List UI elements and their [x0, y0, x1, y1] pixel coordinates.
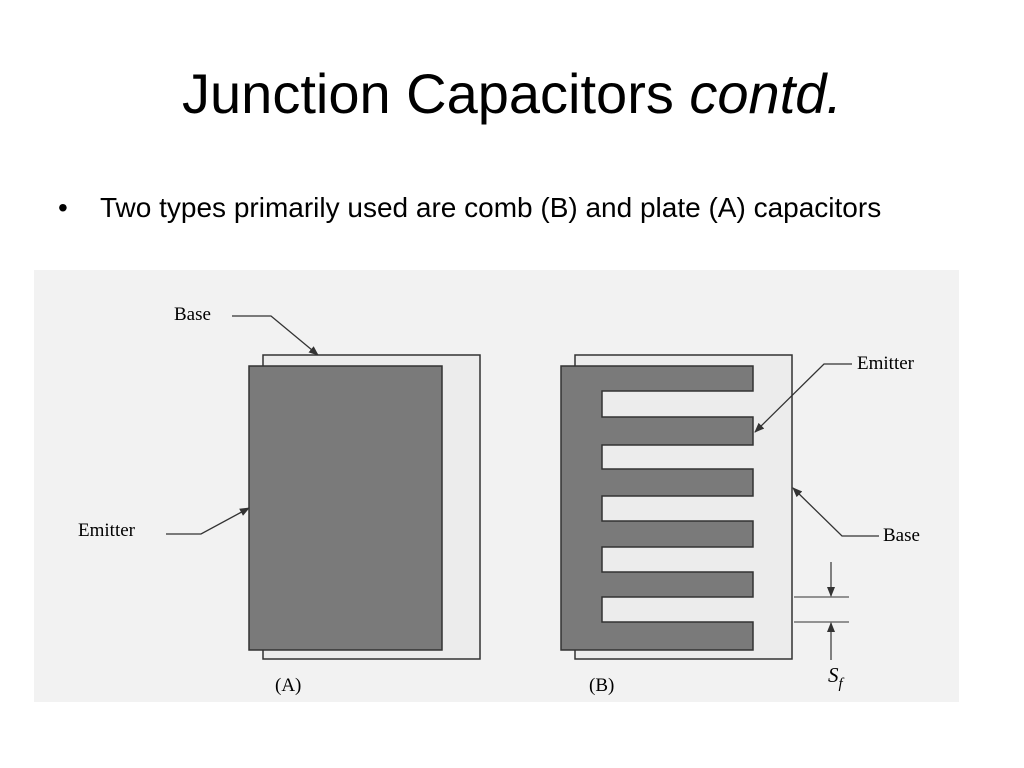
bullet-marker: • [58, 192, 68, 223]
slide-title: Junction Capacitors contd. [0, 58, 1024, 130]
spacing-symbol: S [828, 663, 839, 687]
caption-a: (A) [275, 675, 301, 696]
label-base-a: Base [174, 304, 211, 325]
title-emphasis-text: contd. [689, 62, 842, 125]
capacitor-diagram: Base Emitter (A) Emitter Base Sf (B) [34, 270, 959, 702]
spacing-subscript: f [839, 676, 845, 692]
scan-background [34, 270, 959, 702]
label-emitter-b: Emitter [857, 353, 915, 374]
bullet-item: • Two types primarily used are comb (B) … [58, 190, 958, 226]
bullet-text: Two types primarily used are comb (B) an… [100, 192, 882, 223]
caption-b: (B) [589, 675, 614, 696]
label-spacing: Sf [828, 663, 845, 692]
arrow-emitter-b [754, 363, 852, 433]
title-main-text: Junction Capacitors [182, 62, 690, 125]
label-emitter-a: Emitter [78, 520, 136, 541]
capacitor-figure: Base Emitter (A) Emitter Base Sf (B) [34, 270, 959, 702]
arrow-emitter-a [166, 507, 250, 535]
arrow-base-a [232, 315, 319, 356]
label-base-b: Base [883, 525, 920, 546]
comb-emitter-shape [560, 365, 754, 651]
bullet-list: • Two types primarily used are comb (B) … [58, 190, 958, 226]
arrow-base-b [792, 487, 879, 537]
plate-emitter-rect [248, 365, 443, 651]
comb-base-rect [574, 354, 793, 660]
